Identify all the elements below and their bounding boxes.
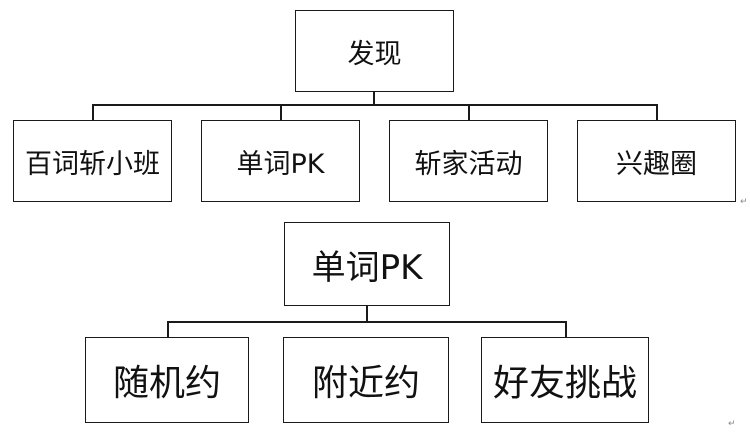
- node-class: 百词斩小班: [13, 120, 172, 202]
- node-word-pk-root: 单词PK: [284, 222, 450, 306]
- node-class-label: 百词斩小班: [25, 148, 160, 180]
- node-activities-label: 斩家活动: [414, 148, 523, 180]
- connector-drop-2c: [565, 321, 567, 338]
- connector-drop-1c: [468, 104, 470, 121]
- node-interest-circle-label: 兴趣圈: [616, 148, 697, 180]
- node-random-match-label: 随机约: [112, 363, 221, 404]
- node-word-pk-label: 单词PK: [236, 148, 325, 180]
- connector-trunk-2: [366, 305, 368, 322]
- node-nearby-match: 附近约: [283, 337, 449, 423]
- node-word-pk-root-label: 单词PK: [311, 247, 423, 288]
- connector-bar-1: [92, 104, 658, 106]
- connector-drop-1d: [656, 104, 658, 121]
- connector-drop-1a: [92, 104, 94, 121]
- connector-drop-2a: [167, 321, 169, 338]
- node-discover: 发现: [295, 10, 454, 92]
- connector-bar-2: [167, 321, 567, 323]
- node-activities: 斩家活动: [389, 120, 548, 202]
- node-random-match: 随机约: [85, 337, 249, 423]
- paragraph-mark-2: ↵: [728, 419, 736, 429]
- paragraph-mark-1: ↵: [740, 197, 748, 207]
- node-nearby-match-label: 附近约: [311, 363, 420, 404]
- node-friend-challenge-label: 好友挑战: [492, 363, 637, 404]
- node-friend-challenge: 好友挑战: [481, 337, 649, 423]
- connector-drop-1b: [280, 104, 282, 121]
- node-word-pk: 单词PK: [201, 120, 360, 202]
- connector-trunk-1: [373, 91, 375, 105]
- node-interest-circle: 兴趣圈: [577, 120, 736, 202]
- node-discover-label: 发现: [347, 38, 402, 70]
